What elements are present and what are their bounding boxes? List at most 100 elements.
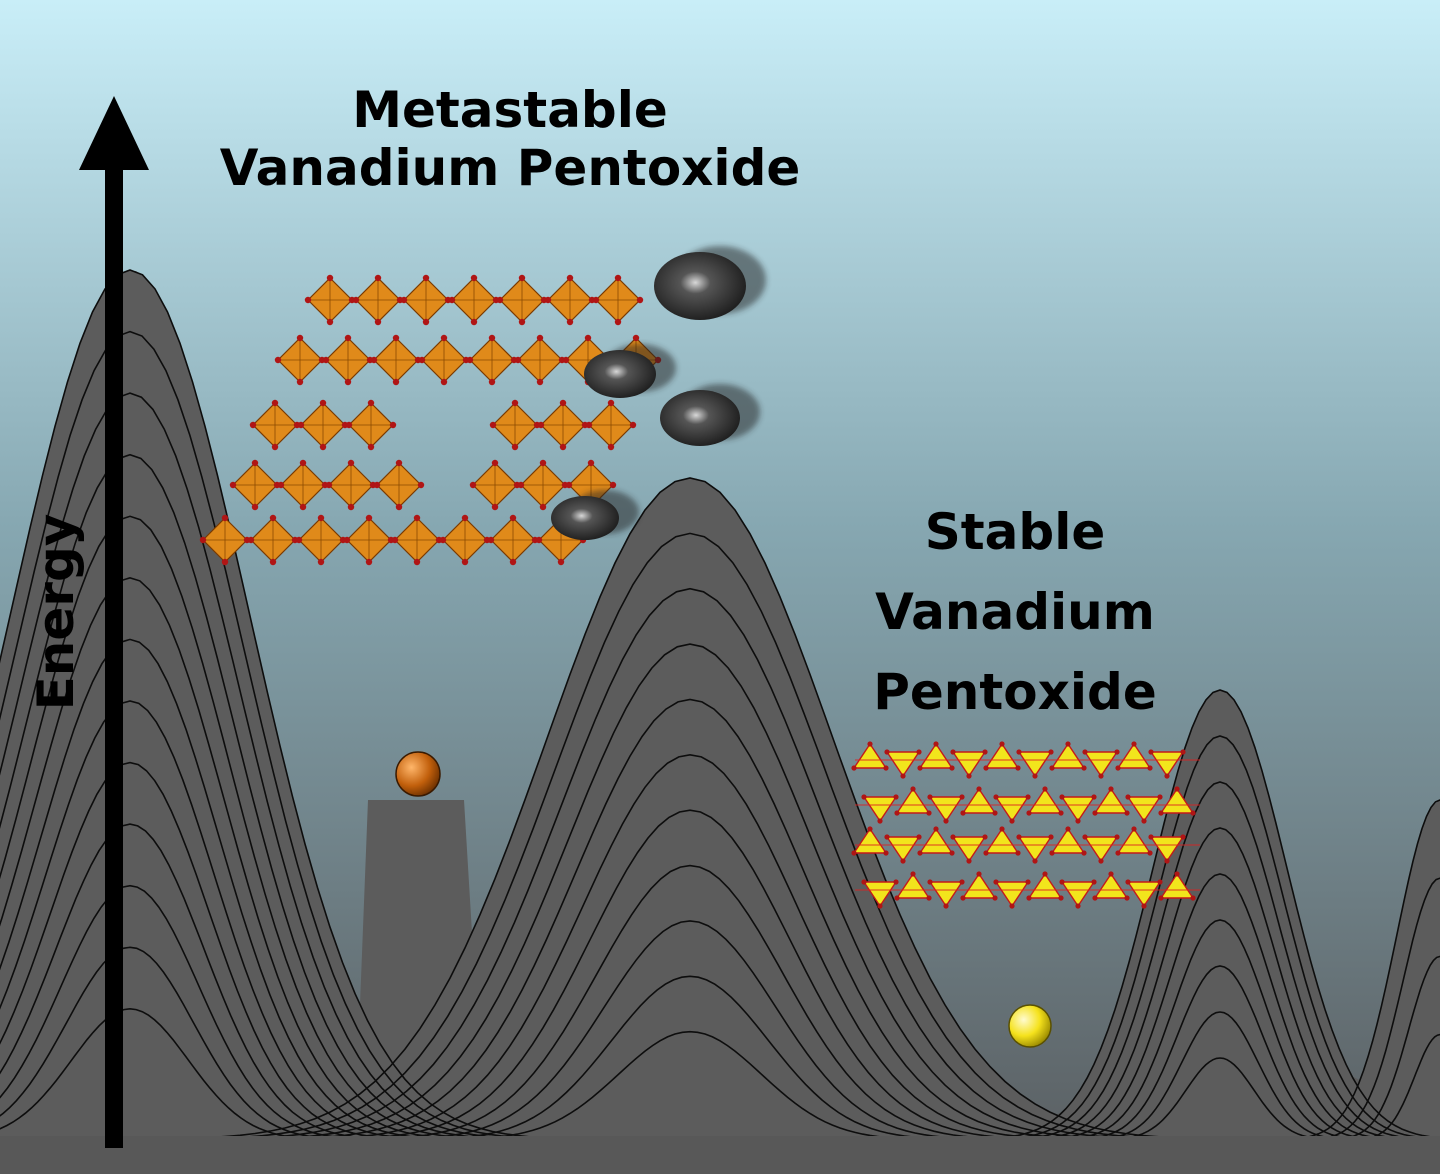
oxygen-atom — [470, 318, 478, 326]
ridge-line — [1105, 1057, 1335, 1141]
oxygen-atom — [877, 903, 883, 909]
polyhedron — [885, 751, 921, 778]
oxygen-atom — [1141, 818, 1147, 824]
oxygen-atom — [629, 421, 637, 429]
oxygen-atom — [917, 850, 923, 856]
oxygen-atom — [440, 378, 448, 386]
oxygen-atom — [370, 356, 378, 364]
oxygen-atom — [559, 443, 567, 451]
oxygen-atom — [352, 296, 360, 304]
polyhedron — [994, 881, 1030, 908]
oxygen-atom — [400, 296, 408, 304]
ridge-line — [281, 643, 1099, 1139]
oxygen-atom — [1124, 895, 1130, 901]
ridge-line — [377, 864, 1003, 1140]
oxygen-atom — [299, 459, 307, 467]
ridge-line — [0, 453, 480, 1139]
oxygen-atom — [1048, 834, 1054, 840]
oxygen-atom — [537, 421, 545, 429]
oxygen-atom — [326, 274, 334, 282]
oxygen-atom — [413, 514, 421, 522]
oxygen-atom — [1164, 773, 1170, 779]
oxygen-atom — [950, 834, 956, 840]
oxygen-atom — [1058, 810, 1064, 816]
oxygen-atom — [1032, 773, 1038, 779]
oxygen-atom — [535, 536, 543, 544]
oxygen-atom — [518, 274, 526, 282]
polyhedron — [918, 827, 954, 854]
oxygen-atom — [916, 834, 922, 840]
oxygen-atom — [1148, 834, 1154, 840]
oxygen-atom — [993, 794, 999, 800]
polyhedron — [984, 742, 1020, 769]
oxygen-atom — [489, 421, 497, 429]
ridge-line — [329, 753, 1051, 1140]
oxygen-atom — [993, 879, 999, 885]
oxygen-atom — [910, 786, 916, 792]
ridge-line — [1009, 735, 1431, 1140]
oxygen-atom — [367, 443, 375, 451]
stable-label-line-1: Stable — [924, 503, 1106, 561]
ridge-line — [0, 884, 361, 1140]
oxygen-atom — [487, 536, 495, 544]
ridge-line — [1091, 1011, 1349, 1141]
oxygen-atom — [1075, 818, 1081, 824]
oxygen-atom — [297, 421, 305, 429]
oxygen-atom — [422, 318, 430, 326]
oxygen-atom — [1158, 810, 1164, 816]
oxygen-atom — [1114, 749, 1120, 755]
oxygen-atom — [1025, 879, 1031, 885]
oxygen-atom — [1190, 895, 1196, 901]
oxygen-atom — [933, 826, 939, 832]
intercalant-ion-icon — [551, 496, 619, 540]
oxygen-atom — [976, 871, 982, 877]
oxygen-atom — [966, 773, 972, 779]
oxygen-atom — [585, 421, 593, 429]
oxygen-atom — [867, 741, 873, 747]
oxygen-atom — [1015, 765, 1021, 771]
oxygen-atom — [584, 334, 592, 342]
ridge-line — [0, 700, 412, 1140]
polyhedron — [1126, 796, 1162, 823]
oxygen-atom — [917, 765, 923, 771]
oxygen-atom — [1058, 895, 1064, 901]
oxygen-atom — [1158, 895, 1164, 901]
oxygen-atom — [1092, 895, 1098, 901]
oxygen-atom — [271, 399, 279, 407]
ridge-line — [995, 689, 1440, 1140]
oxygen-atom — [884, 834, 890, 840]
oxygen-atom — [1048, 749, 1054, 755]
polyhedron — [1060, 881, 1096, 908]
oxygen-atom — [1148, 749, 1154, 755]
polyhedron — [862, 796, 898, 823]
oxygen-atom — [587, 459, 595, 467]
oxygen-atom — [861, 879, 867, 885]
oxygen-atom — [607, 443, 615, 451]
oxygen-atom — [488, 378, 496, 386]
oxygen-atom — [322, 356, 330, 364]
oxygen-atom — [296, 378, 304, 386]
oxygen-atom — [491, 503, 499, 511]
ridge-line — [1078, 965, 1362, 1141]
oxygen-atom — [1091, 879, 1097, 885]
oxygen-atom — [1082, 834, 1088, 840]
oxygen-atom — [609, 481, 617, 489]
polyhedron — [1149, 751, 1185, 778]
polyhedron — [1126, 881, 1162, 908]
oxygen-atom — [392, 334, 400, 342]
oxygen-atom — [511, 399, 519, 407]
intercalant-ion-icon — [584, 350, 656, 398]
ridge-line — [0, 823, 378, 1140]
ridge-line — [425, 975, 955, 1141]
oxygen-atom — [900, 773, 906, 779]
oxygen-atom — [392, 378, 400, 386]
oxygen-atom — [566, 274, 574, 282]
ridge-line — [1355, 1033, 1440, 1141]
polyhedron — [1093, 787, 1129, 814]
ridge-line — [0, 392, 497, 1139]
oxygen-atom — [933, 741, 939, 747]
oxygen-atom — [249, 421, 257, 429]
oxygen-atom — [851, 765, 857, 771]
